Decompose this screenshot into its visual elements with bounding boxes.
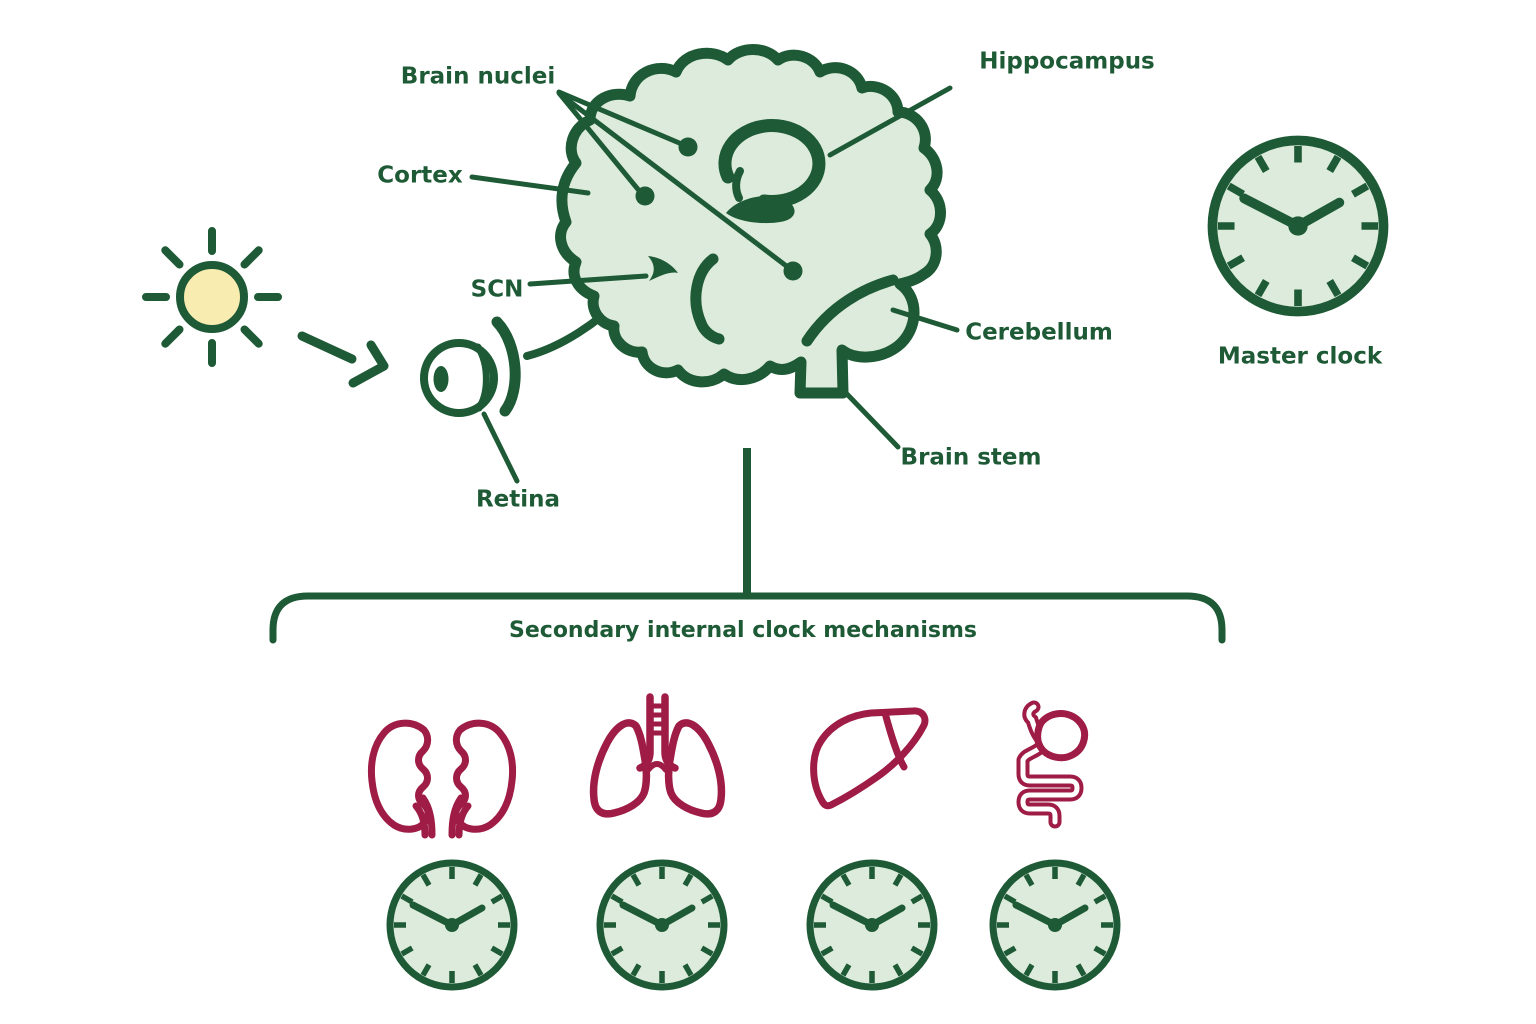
brain-nuclei-line (557, 91, 792, 271)
label-retina: Retina (475, 486, 561, 513)
leader-lines (469, 85, 960, 484)
retina-line (481, 411, 520, 484)
label-cortex: Cortex (377, 162, 463, 189)
intestines-icon (1016, 700, 1089, 829)
sun-icon (142, 227, 282, 367)
organ-clock-icon (810, 863, 934, 987)
scn-shape (648, 256, 678, 281)
bracket (269, 592, 1226, 644)
organ-clock-icon (390, 863, 514, 987)
hippocampus-line (827, 85, 953, 158)
organ-clock-icon (600, 863, 724, 987)
organ-clock-icon (993, 863, 1117, 987)
brain-nuclei-line (556, 89, 687, 148)
arrow-icon (297, 331, 389, 388)
liver-icon (810, 707, 929, 810)
sulcus-line (690, 253, 725, 345)
brain-nucleus-dot (678, 137, 698, 157)
label-secondary-title: Secondary internal clock mechanisms (509, 617, 977, 643)
eye-icon (420, 316, 521, 417)
brain-stem-line (842, 389, 901, 450)
cerebellum-line (890, 307, 960, 333)
label-cerebellum: Cerebellum (965, 319, 1113, 346)
label-hippocampus: Hippocampus (979, 48, 1155, 75)
brain-nuclei-line (556, 90, 644, 196)
master-clock-icon (1212, 140, 1383, 311)
cerebellum-line (801, 274, 899, 347)
kidneys-icon (367, 719, 517, 839)
label-brain-stem: Brain stem (900, 444, 1042, 471)
brain-icon (555, 44, 946, 399)
label-scn: SCN (470, 276, 524, 303)
cortex-line (469, 174, 591, 196)
label-brain-nuclei: Brain nuclei (400, 63, 556, 90)
label-master-clock: Master clock (1217, 343, 1383, 370)
hippocampus-shape (718, 119, 826, 224)
lungs-icon (589, 693, 726, 818)
scn-line (527, 273, 649, 287)
